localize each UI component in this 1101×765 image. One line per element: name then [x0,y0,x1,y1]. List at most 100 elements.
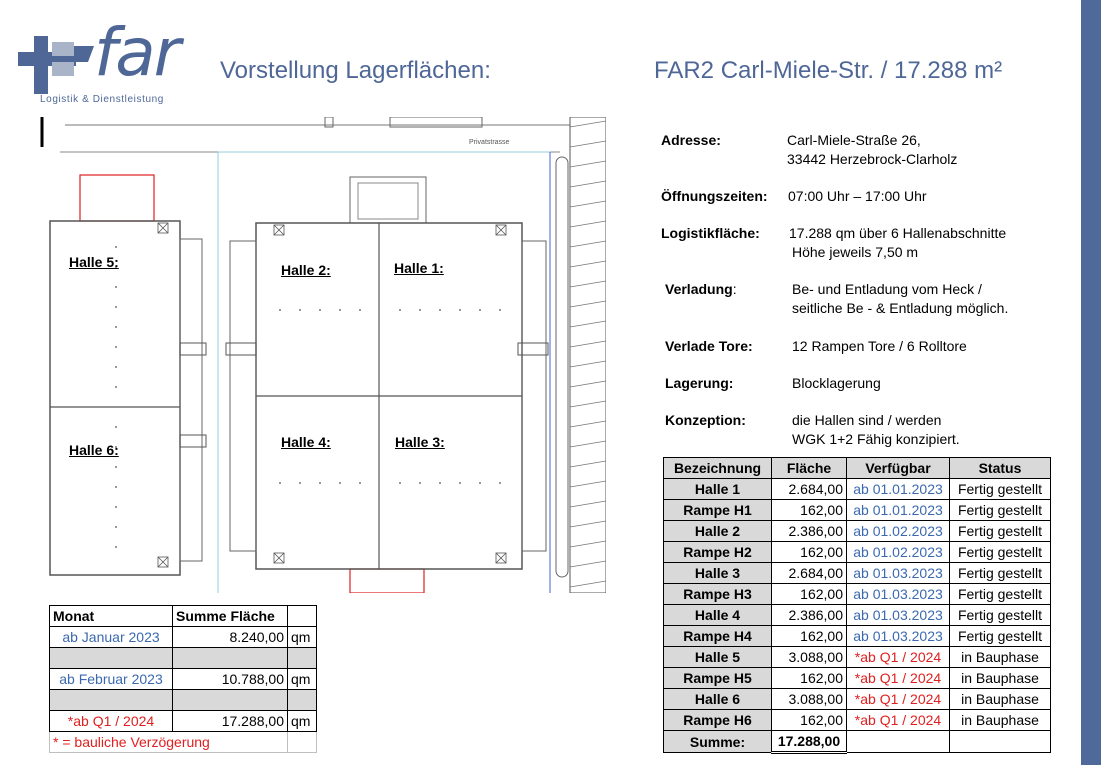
table-row: ab Januar 2023 8.240,00 qm [49,626,317,648]
hall-name-cell: Halle 5 [663,646,772,668]
area-cell: 162,00 [771,667,847,689]
month-cell: ab Februar 2023 [49,668,173,690]
storage-label: Lagerung: [665,375,734,391]
area-cell: 2.684,00 [771,478,847,500]
available-cell: ab 01.01.2023 [846,499,950,521]
monthly-area-table: Monat Summe Fläche ab Januar 2023 8.240,… [49,605,317,753]
hall-3-label: Halle 3: [395,434,445,450]
hall-name-cell: Halle 3 [663,562,772,584]
month-cell: *ab Q1 / 2024 [49,710,173,732]
area-cell: 2.386,00 [771,604,847,626]
available-cell: ab 01.02.2023 [846,520,950,542]
site-title: FAR2 Carl-Miele-Str. / 17.288 m² [654,57,1003,84]
footnote-empty [287,731,317,753]
status-cell: Fertig gestellt [949,625,1051,647]
header-month: Monat [49,605,173,627]
hall-1-label: Halle 1: [394,260,444,276]
logo-mark-icon [18,36,94,94]
area-label: Logistikfläche: [661,225,760,241]
sum-value: 17.288,00 [771,730,847,754]
area-cell: 8.240,00 [172,626,288,648]
available-cell: ab 01.03.2023 [846,604,950,626]
header-unit [287,605,317,627]
table-header-row: Monat Summe Fläche [49,605,317,627]
logo-subtitle: Logistik & Dienstleistung [40,94,164,105]
concept-line-2: WGK 1+2 Fähig konzipiert. [792,431,960,447]
unit-cell: qm [287,626,317,648]
hall-name-cell: Rampe H6 [663,709,772,731]
area-cell: 162,00 [771,583,847,605]
hall-4-label: Halle 4: [281,434,331,450]
header-available: Verfügbar [846,457,950,479]
sum-empty-2 [949,730,1051,753]
hall-name-cell: Rampe H1 [663,499,772,521]
available-cell: ab 01.03.2023 [846,562,950,584]
spacer-row [49,647,317,669]
unit-cell: qm [287,668,317,690]
logo-wordmark: far [94,14,181,91]
footnote-row: * = bauliche Verzögerung [49,731,317,753]
road-label: Privatstrasse [469,139,510,146]
table-row: *ab Q1 / 2024 17.288,00 qm [49,710,317,732]
loading-line-1: Be- und Entladung vom Heck / [792,281,982,297]
gates-label: Verlade Tore: [665,338,753,354]
area-cell: 3.088,00 [771,646,847,668]
address-value: Carl-Miele-Straße 26, 33442 Herzebrock-C… [787,131,957,169]
hall-name-cell: Halle 4 [663,604,772,626]
available-cell: *ab Q1 / 2024 [846,646,950,668]
available-cell: *ab Q1 / 2024 [846,709,950,731]
address-label: Adresse: [661,132,721,148]
hall-availability-table: Bezeichnung Fläche Verfügbar Status Hall… [663,457,1051,754]
available-cell: ab 01.01.2023 [846,478,950,500]
header-name: Bezeichnung [663,457,772,479]
area-line-1: 17.288 qm über 6 Hallenabschnitte [789,225,1007,241]
status-cell: Fertig gestellt [949,499,1051,521]
available-cell: ab 01.03.2023 [846,625,950,647]
hours-label: Öffnungszeiten: [661,188,768,204]
unit-cell: qm [287,710,317,732]
status-cell: in Bauphase [949,667,1051,689]
address-line-1: Carl-Miele-Straße 26, [787,132,921,148]
area-cell: 2.684,00 [771,562,847,584]
hall-name-cell: Halle 2 [663,520,772,542]
area-line-2: Höhe jeweils 7,50 m [792,244,919,260]
hall-6-label: Halle 6: [69,442,119,458]
side-accent-bar [1081,0,1101,765]
gates-value: 12 Rampen Tore / 6 Rolltore [792,338,967,354]
available-cell: ab 01.03.2023 [846,583,950,605]
floor-plan-drawing [40,117,606,593]
hall-name-cell: Rampe H4 [663,625,772,647]
floor-plan: Halle 5: Halle 2: Halle 1: Halle 6: Hall… [40,117,606,593]
area-cell: 3.088,00 [771,688,847,710]
table-row: ab Februar 2023 10.788,00 qm [49,668,317,690]
sum-empty-1 [846,730,950,753]
available-cell: *ab Q1 / 2024 [846,667,950,689]
area-cell: 2.386,00 [771,520,847,542]
storage-value: Blocklagerung [792,375,881,391]
hall-name-cell: Rampe H5 [663,667,772,689]
loading-value: Be- und Entladung vom Heck / seitliche B… [792,280,1008,318]
loading-line-2: seitliche Be - & Entladung möglich. [792,300,1009,316]
status-cell: Fertig gestellt [949,541,1051,563]
hall-name-cell: Halle 1 [663,478,772,500]
hall-name-cell: Halle 6 [663,688,772,710]
loading-label: Verladung: [665,281,737,297]
header-area: Fläche [771,457,847,479]
footnote: * = bauliche Verzögerung [49,731,288,753]
concept-line-1: die Hallen sind / werden [792,412,942,428]
concept-value: die Hallen sind / werden WGK 1+2 Fähig k… [792,411,960,449]
area-cell: 162,00 [771,709,847,731]
header-status: Status [949,457,1051,479]
sum-label: Summe: [663,730,772,753]
area-cell: 10.788,00 [172,668,288,690]
header-sum-area: Summe Fläche [172,605,288,627]
